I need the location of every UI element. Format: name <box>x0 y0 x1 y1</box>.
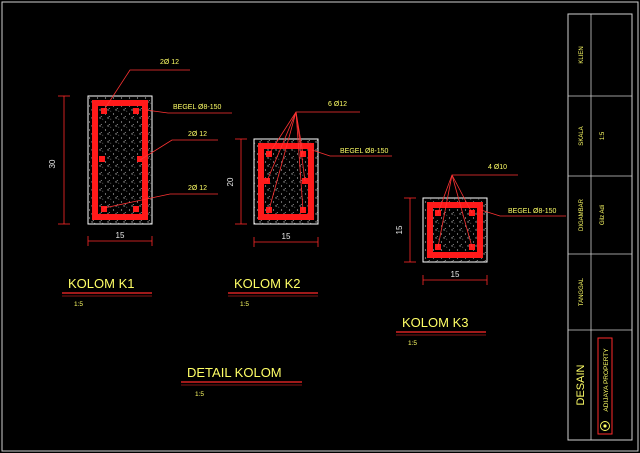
k2-title: KOLOM K2 <box>234 276 300 291</box>
k1-callout: BEGEL Ø8-150 <box>173 104 221 111</box>
k3-scale: 1:5 <box>408 340 417 347</box>
k1-callout: 2Ø 12 <box>188 131 207 138</box>
k1-width-dimension: 15 <box>116 231 125 240</box>
title-block-label-klien: KLIEN <box>579 46 585 63</box>
k1-rebar <box>101 206 107 212</box>
k3-callout: 4 Ø10 <box>488 164 507 171</box>
company-name: ADIJAYA PROPERTY <box>603 348 610 412</box>
k1-callout: 2Ø 12 <box>188 185 207 192</box>
k1-rebar <box>137 156 143 162</box>
title-block: KLIEN SKALA 1:5 DIGAMBAR Gilz Adi TANGGA… <box>567 13 633 441</box>
k3-leader <box>480 209 566 217</box>
k1-title: KOLOM K1 <box>68 276 134 291</box>
column-k3-section: 4 Ø10 BEGEL Ø8-150 15 15 KOLOM K3 1:5 <box>395 164 566 347</box>
k3-stirrup <box>427 202 483 258</box>
k3-width-dimension: 15 <box>451 270 460 279</box>
company-logo-icon <box>600 421 610 431</box>
k3-concrete-outline <box>422 197 488 263</box>
k2-width-dimension: 15 <box>282 232 291 241</box>
company-logo-box <box>597 337 613 435</box>
k1-scale: 1:5 <box>74 301 83 308</box>
k2-scale: 1:5 <box>240 301 249 308</box>
k2-callout: 6 Ø12 <box>328 101 347 108</box>
k1-leader <box>139 139 218 161</box>
k3-height-dimension: 15 <box>395 225 404 234</box>
k1-leader <box>145 109 232 114</box>
k1-callout: 2Ø 12 <box>160 59 179 66</box>
detail-scale: 1:5 <box>195 391 204 398</box>
title-block-label-digambar: DIGAMBAR <box>579 198 585 231</box>
k3-title: KOLOM K3 <box>402 315 468 330</box>
column-k2-section: 6 Ø12 BEGEL Ø8-150 20 15 KOLOM K2 1:5 <box>226 101 392 308</box>
k2-height-dimension: 20 <box>226 177 235 186</box>
column-k1-section: 2Ø 12 BEGEL Ø8-150 2Ø 12 2Ø 12 30 15 KOL… <box>48 59 232 308</box>
k3-callout: BEGEL Ø8-150 <box>508 208 556 215</box>
title-block-section: DESAIN <box>575 364 587 405</box>
detail-label: DETAIL KOLOM 1:5 <box>181 365 302 398</box>
k2-leader <box>311 149 392 157</box>
k1-stirrup <box>92 100 148 220</box>
title-block-label-tanggal: TANGGAL <box>579 277 585 306</box>
k1-leader <box>103 193 218 209</box>
detail-title: DETAIL KOLOM <box>187 365 282 380</box>
title-block-value-digambar: Gilz Adi <box>600 205 606 225</box>
k1-height-dimension: 30 <box>48 159 57 168</box>
k1-rebar <box>133 108 139 114</box>
k2-stirrup <box>258 143 314 220</box>
title-block-value-skala: 1:5 <box>600 131 606 140</box>
title-block-label-skala: SKALA <box>579 126 585 145</box>
k1-rebar <box>133 206 139 212</box>
k1-leader <box>103 69 190 111</box>
k2-callout: BEGEL Ø8-150 <box>340 148 388 155</box>
k1-rebar <box>99 156 105 162</box>
k1-rebar <box>101 108 107 114</box>
